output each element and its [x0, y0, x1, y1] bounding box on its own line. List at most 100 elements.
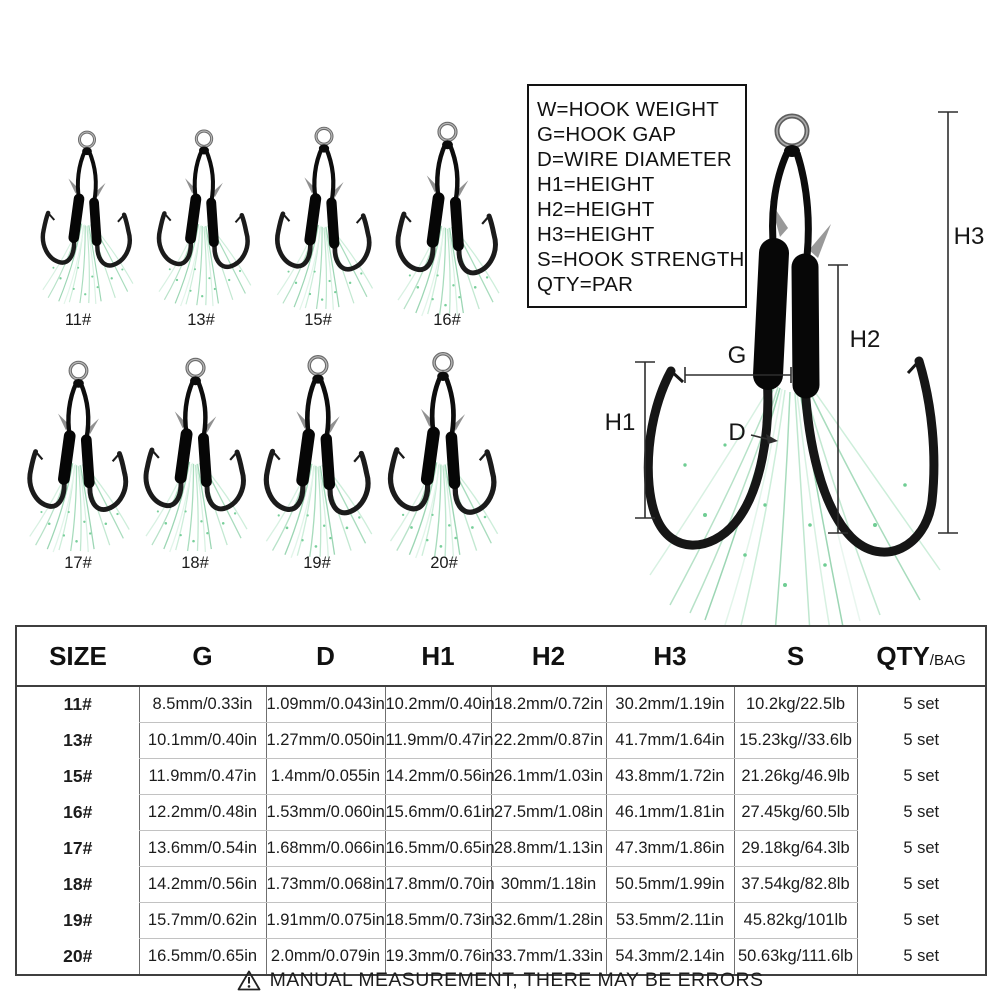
value-cell: 16.5mm/0.65in [384, 830, 495, 867]
value-cell: 47.3mm/1.86in [605, 830, 734, 867]
hook-size-label: 15# [304, 311, 332, 329]
measurement-diagram [635, 111, 958, 634]
value-cell: 10.2kg/22.5lb [733, 686, 857, 723]
value-cell: 1.68mm/0.066in [265, 830, 385, 867]
value-cell: 32.6mm/1.28in [490, 902, 606, 939]
legend-line: QTY=PAR [537, 273, 634, 296]
size-cell: 19# [63, 910, 93, 930]
value-cell: 27.5mm/1.08in [490, 794, 606, 831]
legend-line: S=HOOK STRENGTH [537, 248, 745, 271]
column-header-g: G [139, 626, 266, 687]
value-cell: 41.7mm/1.64in [605, 722, 734, 759]
legend-line: W=HOOK WEIGHT [537, 98, 719, 121]
hook-pair-photo-18 [136, 355, 255, 553]
size-cell: 13# [63, 730, 93, 750]
value-cell: 11.9mm/0.47in [138, 758, 266, 795]
legend-line: H2=HEIGHT [537, 198, 655, 221]
value-cell: 30mm/1.18in [490, 866, 606, 903]
value-cell: 29.18kg/64.3lb [733, 830, 857, 867]
value-cell: 54.3mm/2.14in [605, 938, 734, 976]
hook-pair-photo-11 [34, 128, 140, 305]
column-header-d: D [266, 626, 385, 687]
size-cell: 20# [63, 945, 93, 966]
value-cell: 13.6mm/0.54in [138, 830, 266, 867]
size-cell: 18# [63, 874, 93, 894]
footer-warning-text: MANUAL MEASUREMENT, THERE MAY BE ERRORS [269, 969, 764, 991]
value-cell: 5 set [856, 902, 986, 939]
value-cell: 14.2mm/0.56in [138, 866, 266, 903]
size-cell: 15# [63, 766, 93, 786]
dim-label-h3: H3 [953, 223, 985, 250]
value-cell: 5 set [856, 686, 986, 723]
value-cell: 1.73mm/0.068in [265, 866, 385, 903]
hook-size-label: 13# [187, 311, 215, 329]
value-cell: 11.9mm/0.47in [384, 722, 493, 759]
diagram-tinsel [649, 382, 941, 634]
value-cell: 10.1mm/0.40in [138, 722, 266, 759]
legend-line: D=WIRE DIAMETER [537, 148, 732, 171]
diagram-sparkles [683, 443, 907, 587]
value-cell: 15.6mm/0.61in [384, 794, 495, 831]
value-cell: 10.2mm/0.40in [384, 686, 495, 723]
hook-pair-photo-17 [20, 358, 137, 553]
value-cell: 1.91mm/0.075in [265, 902, 385, 939]
value-cell: 5 set [856, 794, 986, 831]
value-cell: 5 set [856, 866, 986, 903]
dim-label-g: G [727, 342, 747, 369]
hook-pair-photo-16 [388, 119, 507, 317]
value-cell: 2.0mm/0.079in [265, 938, 385, 976]
value-cell: 8.5mm/0.33in [138, 686, 266, 723]
column-header-h1: H1 [385, 626, 491, 687]
value-cell: 19.3mm/0.76in [384, 938, 495, 976]
value-cell: 50.5mm/1.99in [605, 866, 734, 903]
hook-size-label: 20# [430, 554, 458, 572]
value-cell: 5 set [856, 938, 986, 975]
value-cell: 26.1mm/1.03in [490, 758, 606, 795]
value-cell: 15.7mm/0.62in [138, 902, 266, 939]
legend-line: H3=HEIGHT [537, 223, 655, 246]
value-cell: 5 set [856, 722, 986, 759]
size-cell: 16# [63, 802, 93, 822]
value-cell: 46.1mm/1.81in [605, 794, 734, 831]
size-cell: 11# [63, 694, 92, 715]
hook-pair-photo-20 [380, 349, 506, 559]
hook-pair-photo-13 [150, 127, 258, 307]
footer-warning: MANUAL MEASUREMENT, THERE MAY BE ERRORS [0, 969, 1000, 992]
qty-unit-suffix: /BAG [929, 651, 966, 669]
hook-size-label: 11# [64, 311, 92, 329]
value-cell: 1.09mm/0.043in [265, 686, 385, 723]
dim-label-h2: H2 [849, 326, 881, 353]
value-cell: 1.27mm/0.050in [265, 722, 385, 759]
value-cell: 28.8mm/1.13in [490, 830, 606, 867]
value-cell: 5 set [856, 758, 986, 795]
column-header-s: S [734, 626, 857, 687]
value-cell: 12.2mm/0.48in [138, 794, 266, 831]
column-header-size: SIZE [16, 626, 139, 687]
measurement-lines [635, 111, 958, 534]
value-cell: 50.63kg/111.6lb [733, 938, 857, 976]
value-cell: 14.2mm/0.56in [384, 758, 495, 795]
size-cell: 17# [63, 838, 93, 858]
column-header-h2: H2 [491, 626, 606, 687]
value-cell: 30.2mm/1.19in [605, 686, 734, 723]
value-cell: 16.5mm/0.65in [138, 938, 266, 976]
value-cell: 27.45kg/60.5lb [733, 794, 857, 831]
dim-label-d: D [728, 419, 746, 446]
value-cell: 18.2mm/0.72in [490, 686, 606, 723]
hook-pair-photo-19 [256, 352, 380, 559]
value-cell: 21.26kg/46.9lb [733, 758, 857, 795]
value-cell: 17.8mm/0.70in [384, 866, 495, 903]
value-cell: 18.5mm/0.73in [384, 902, 495, 939]
legend-line: H1=HEIGHT [537, 173, 655, 196]
value-cell: 37.54kg/82.8lb [733, 866, 857, 903]
diagram-hooks [643, 113, 939, 557]
qty-header-text: QTY [876, 640, 930, 671]
